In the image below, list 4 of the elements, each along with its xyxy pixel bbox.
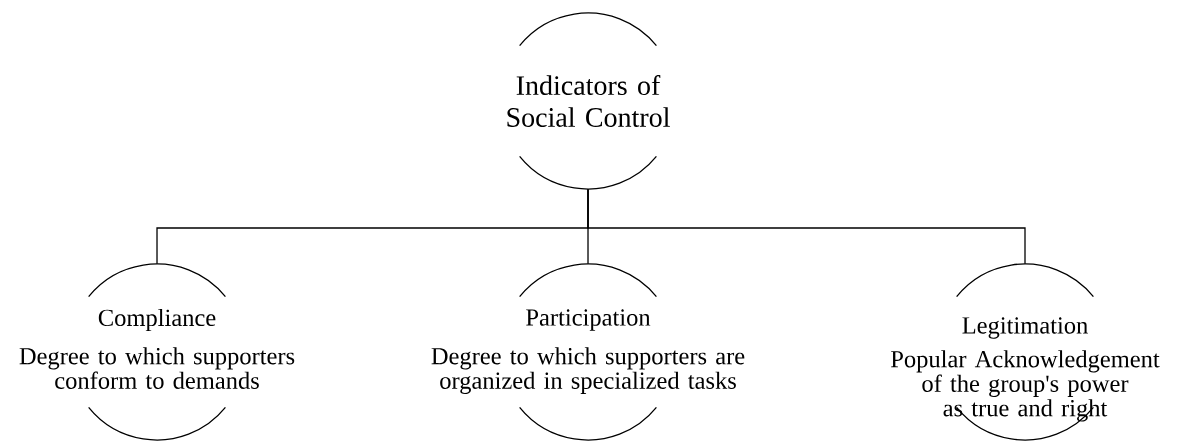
connector-line <box>587 188 1026 265</box>
node-text: Compliance Degree to which supporters conform to demands <box>19 308 295 389</box>
node-text: Indicators of Social Control <box>507 75 670 127</box>
node-text: Participation Degree to which supporters are organized in specialized tasks <box>431 309 745 394</box>
